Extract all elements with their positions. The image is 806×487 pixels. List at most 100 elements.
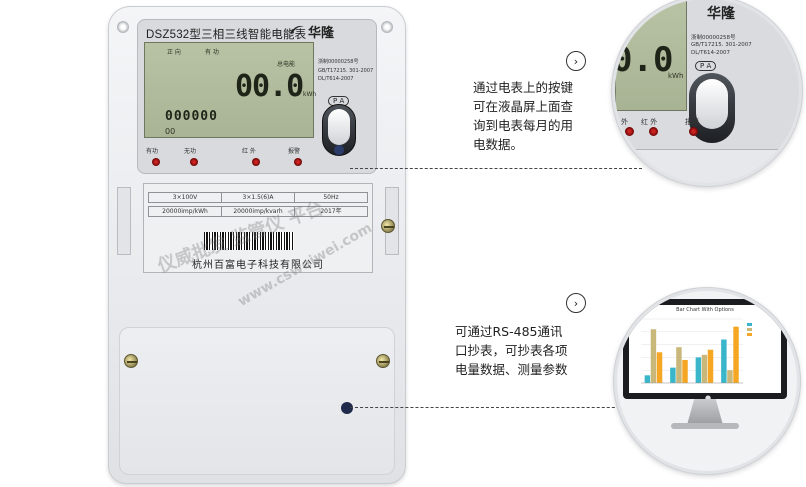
- zoom-standard-2: DL/T614-2007: [691, 50, 730, 56]
- electric-meter: DSZ532型三相三线智能电能表 华隆 正 向 有 功 总电能 00.0 kWh…: [108, 6, 406, 484]
- chart-bar: [676, 347, 682, 383]
- right-cover-screw-icon: [376, 354, 390, 368]
- brand-logo-icon: [290, 25, 304, 34]
- chart-legend: [747, 323, 754, 338]
- chart-bar: [644, 375, 651, 383]
- bar-chart: [641, 318, 743, 384]
- callout-top-line-2: 可在液晶屏上面查: [473, 99, 574, 114]
- indicator-label-reactive: 无功: [184, 148, 197, 155]
- np-year: 2017年: [320, 208, 342, 215]
- connector-line-bottom: [350, 407, 640, 408]
- zoom-led-2-icon: [649, 127, 658, 136]
- np-current: 3×1.5(6)A: [222, 193, 295, 202]
- zoom-pa-badge: P A: [695, 61, 717, 71]
- zoom-led-1-icon: [625, 127, 634, 136]
- query-button-face[interactable]: [328, 109, 350, 145]
- np-frequency: 50Hz: [323, 194, 339, 201]
- apple-logo-icon: ●: [705, 394, 712, 402]
- lcd-display: 正 向 有 功 总电能 00.0 kWh 000000 00: [144, 42, 317, 138]
- terminal-cover: [119, 327, 395, 475]
- indicator-label-alarm: 报警: [288, 148, 301, 155]
- connector-line-top: [350, 168, 642, 169]
- callout-bottom-text: 可通过RS-485通讯 口抄表，可抄表各项 电量数据、测量参数: [455, 322, 568, 379]
- query-button[interactable]: [322, 104, 356, 156]
- nameplate: 3×100V 3×1.5(6)A 50Hz 20000imp/kWh 20000…: [143, 183, 373, 273]
- approval-number: 浙制00000258号: [318, 59, 359, 65]
- chart-bar: [727, 370, 733, 383]
- nameplate-screw-icon: [381, 219, 395, 233]
- chart-bar: [656, 352, 663, 383]
- zoom-label-outer: 外: [621, 118, 628, 126]
- np-voltage: 3×100V: [149, 193, 222, 202]
- chart-bar: [701, 354, 708, 383]
- left-clip: [117, 187, 131, 255]
- reactive-led-icon: [190, 158, 198, 166]
- lcd-label-forward: 正 向: [167, 49, 181, 56]
- np-reactive-constant: 20000imp/kvarh: [222, 207, 295, 216]
- chart-bar: [682, 359, 688, 383]
- zoom-led-3-icon: [689, 127, 698, 136]
- chart-bar: [670, 367, 676, 383]
- callout-top-text: 通过电表上的按键 可在液晶屏上面查 询到电表每月的用 电数据。: [473, 78, 573, 154]
- indicator-label-active: 有功: [146, 148, 159, 155]
- monitor: Bar Chart With Options ●: [623, 299, 787, 402]
- callout-top-line-3: 询到电表每月的用: [473, 118, 574, 133]
- nameplate-row-1: 3×100V 3×1.5(6)A 50Hz: [148, 192, 368, 203]
- top-left-hole: [117, 21, 129, 33]
- lcd-unit: kWh: [303, 91, 317, 98]
- standard-2: DL/T614-2007: [318, 76, 354, 82]
- callout-top-arrow-icon[interactable]: ›: [566, 51, 586, 71]
- callout-top-line-4: 电数据。: [473, 137, 524, 152]
- zoom-lcd-reading: 0.0: [612, 40, 674, 80]
- zoom-brand: 华隆: [707, 7, 735, 22]
- zoom-lcd: 0.0 kWh: [615, 0, 687, 111]
- nameplate-row-2: 20000imp/kWh 20000imp/kvarh 2017年: [148, 206, 368, 217]
- chart-bar: [695, 357, 702, 383]
- zoom-label-alarm: 报警: [685, 118, 699, 126]
- legend-item-2: [747, 328, 754, 331]
- zoom-lcd-unit: kWh: [668, 72, 684, 80]
- callout-top-line-1: 通过电表上的按键: [473, 80, 574, 95]
- zoom-label-infrared: 红 外: [641, 118, 658, 126]
- infrared-port-icon: [334, 145, 344, 155]
- monitor-base: [671, 423, 739, 429]
- company-name: 杭州百富电子科技有限公司: [192, 260, 324, 271]
- np-active-constant: 20000imp/kWh: [149, 207, 222, 216]
- monitor-stand: [687, 399, 723, 425]
- lcd-secondary-reading: 000000: [165, 109, 218, 124]
- meter-brand: 华隆: [308, 25, 335, 40]
- monitor-screen: Bar Chart With Options: [629, 305, 781, 393]
- zoom-nameplate-edge: [615, 149, 799, 183]
- zoom-query-button-face[interactable]: [696, 79, 728, 129]
- top-right-hole: [381, 21, 393, 33]
- communication-port-icon: [341, 402, 353, 414]
- chart-bar: [650, 329, 657, 383]
- chart-bar: [721, 339, 727, 383]
- zoom-approval: 浙制00000258号: [691, 35, 736, 41]
- lcd-main-reading: 00.0: [235, 69, 304, 104]
- callout-bottom-line-1: 可通过RS-485通讯: [455, 324, 563, 339]
- zoom-computer: Bar Chart With Options ●: [614, 288, 800, 474]
- infrared-led-icon: [252, 158, 260, 166]
- lcd-label-total: 总电能: [277, 61, 296, 68]
- active-led-icon: [152, 158, 160, 166]
- chart-bar: [733, 326, 739, 383]
- zoom-standard-1: GB/T17215. 301-2007: [691, 42, 752, 48]
- alarm-led-icon: [294, 158, 302, 166]
- callout-bottom-arrow-icon[interactable]: ›: [566, 293, 586, 313]
- chart-bar: [707, 349, 714, 383]
- zoom-meter-closeup: 0.0 kWh 华隆 浙制00000258号 GB/T17215. 301-20…: [612, 0, 802, 186]
- standard-1: GB/T17215. 301-2007: [318, 68, 374, 74]
- lcd-secondary-sub: 00: [165, 127, 176, 136]
- indicator-label-infrared: 红 外: [242, 148, 256, 155]
- legend-item-1: [747, 323, 754, 326]
- left-cover-screw-icon: [124, 354, 138, 368]
- legend-item-3: [747, 333, 754, 336]
- meter-model-title: DSZ532型三相三线智能电能表: [146, 29, 307, 41]
- callout-bottom-line-2: 口抄表，可抄表各项: [455, 343, 568, 358]
- chart-title: Bar Chart With Options: [676, 307, 734, 313]
- display-panel: DSZ532型三相三线智能电能表 华隆 正 向 有 功 总电能 00.0 kWh…: [137, 19, 377, 174]
- callout-bottom-line-3: 电量数据、测量参数: [455, 362, 568, 377]
- barcode: [204, 232, 294, 250]
- lcd-label-active: 有 功: [205, 49, 219, 56]
